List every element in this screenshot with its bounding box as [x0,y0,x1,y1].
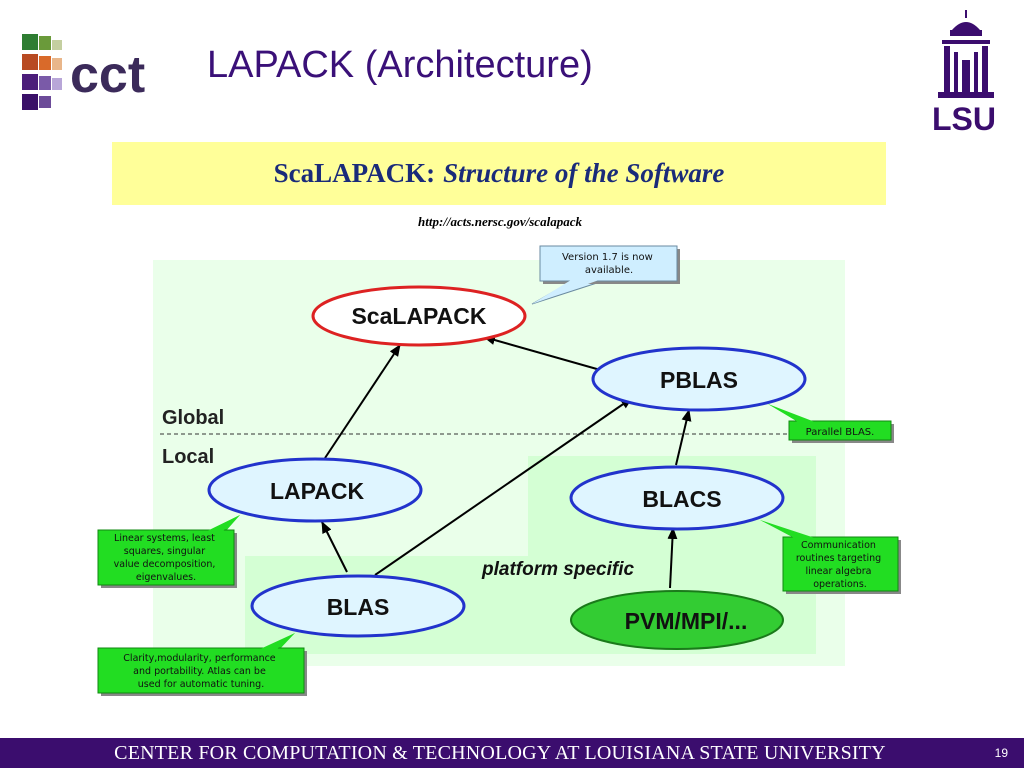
platform-specific-label: platform specific [481,559,634,580]
cct-logo: cct [22,34,145,110]
callout-version: Version 1.7 is now available. [531,245,680,305]
arrow-blas-to-lapack [321,521,348,573]
source-url: http://acts.nersc.gov/scalapack [418,214,582,229]
callout-linear-line-1: Linear systems, least [114,533,215,544]
arrow-pblas-to-scalapack [483,335,619,376]
callout-clarity: Clarity,modularity, performance and port… [97,633,307,696]
callout-comm-line-1: Communication [801,540,876,551]
page-number: 19 [994,746,1008,760]
local-label: Local [162,446,214,468]
node-pvm-mpi-label: PVM/MPI/... [625,608,748,634]
callout-comm-line-4: operations. [813,579,867,590]
global-label: Global [162,407,224,429]
cct-logo-text: cct [70,46,145,104]
callout-communication: Communication routines targeting linear … [760,520,901,594]
callout-clarity-line-2: and portability. Atlas can be [133,666,266,677]
node-blas: BLAS [250,574,466,638]
architecture-diagram: Global Local platform specific ScaLAPACK… [97,245,901,696]
callout-linear-line-3: value decomposition, [114,559,216,570]
node-lapack: LAPACK [207,457,423,523]
callout-linear-line-4: eigenvalues. [136,572,196,583]
callout-clarity-line-1: Clarity,modularity, performance [123,653,276,664]
node-lapack-label: LAPACK [270,478,365,504]
node-scalapack: ScaLAPACK [311,285,527,347]
arrow-blacs-to-pblas [675,409,692,466]
node-pblas-label: PBLAS [660,367,738,393]
arrow-lapack-to-scalapack [324,344,401,459]
callout-parallel-blas-text: Parallel BLAS. [806,427,875,438]
node-blacs: BLACS [569,465,785,531]
callout-linear-line-2: squares, singular [124,546,205,557]
svg-text:Clarity,modularity, performanc: Clarity,modularity, performance and port… [123,653,278,690]
svg-text:Linear systems, least sq: Linear systems, least squares, singular … [114,533,219,583]
lsu-logo: LSU [932,10,996,134]
figure-banner: ScaLAPACK: Structure of the Software [112,142,886,205]
callout-comm-line-2: routines targeting [796,553,881,564]
node-pblas: PBLAS [591,346,807,412]
callout-clarity-line-3: used for automatic tuning. [138,679,265,690]
callout-comm-line-3: linear algebra [805,566,871,577]
banner-prefix: ScaLAPACK: [273,158,436,188]
node-blas-label: BLAS [327,594,390,620]
footer-text: CENTER FOR COMPUTATION & TECHNOLOGY AT L… [114,742,886,764]
banner-subtitle: Structure of the Software [443,158,725,188]
arrow-pvm-to-blacs [667,527,678,589]
svg-text:Communication routines t: Communication routines targeting linear … [796,540,884,590]
footer-bar: CENTER FOR COMPUTATION & TECHNOLOGY AT L… [0,738,1024,768]
node-scalapack-label: ScaLAPACK [351,303,486,329]
lsu-logo-text: LSU [932,101,996,134]
slide-title: LAPACK (Architecture) [207,44,593,86]
node-blacs-label: BLACS [642,486,721,512]
node-pvm-mpi: PVM/MPI/... [570,590,784,650]
callout-version-line-1: Version 1.7 is now [562,252,653,263]
arrow-blas-to-pblas [374,397,633,576]
callout-parallel-blas: Parallel BLAS. [768,404,894,443]
callout-linear-systems: Linear systems, least squares, singular … [97,515,240,588]
callout-version-line-2: available. [585,265,633,276]
svg-text:Version 1.7 is now avail: Version 1.7 is now available. [562,252,656,276]
